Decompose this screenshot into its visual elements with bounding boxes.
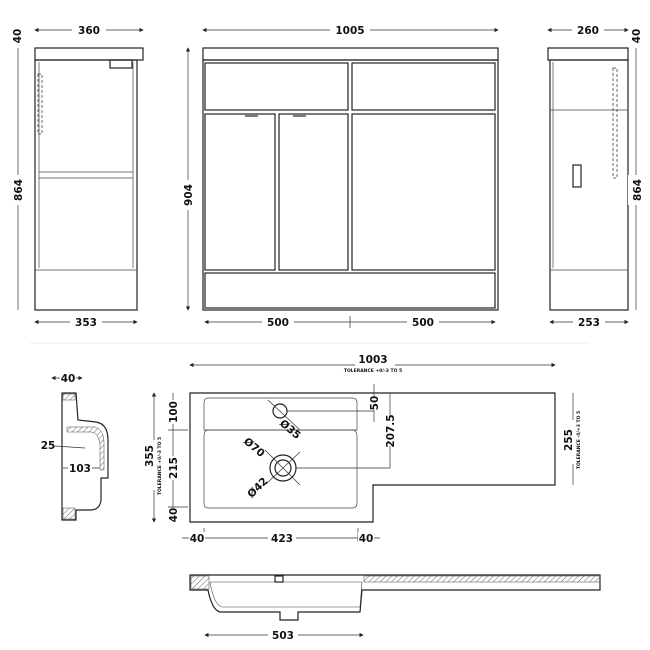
front-left-width: 500: [267, 317, 289, 329]
basin-side-section: 40 25 103: [41, 371, 109, 521]
section-rim: 40: [61, 373, 76, 385]
right-top-width: 260: [577, 25, 599, 37]
left-top-thickness: 40: [12, 29, 24, 44]
plan-waste-outer: Ø70: [241, 436, 267, 460]
front-overall-width: 1005: [335, 25, 364, 37]
right-base-width: 253: [578, 317, 600, 329]
left-side-view: 360 40 864 353: [10, 23, 144, 329]
section-offset: 25: [41, 440, 56, 452]
left-base-width: 353: [75, 317, 97, 329]
plan-tap-hole: Ø35: [277, 418, 303, 442]
plan-waste-offset: 207.5: [385, 414, 397, 447]
plan-waste-inner: Ø42: [245, 475, 270, 500]
plan-tap-offset: 50: [369, 396, 381, 411]
front-right-width: 500: [412, 317, 434, 329]
plan-bowl-width: 423: [271, 533, 293, 545]
plan-return-tolerance: TOLERANCE -0/+3 TO 5: [576, 411, 582, 469]
plan-right-margin: 40: [359, 533, 374, 545]
plan-overall-width: 1003: [358, 354, 387, 366]
plan-overall-depth: 355: [144, 445, 156, 467]
plan-width-tolerance: TOLERANCE +0/-3 TO 5: [344, 368, 402, 374]
plan-bowl-depth: 215: [168, 457, 180, 479]
section-bowl-depth: 103: [69, 463, 91, 475]
left-top-width: 360: [78, 25, 100, 37]
basin-plan-view: 1003 TOLERANCE +0/-3 TO 5 355 TOLERANCE …: [144, 354, 586, 545]
front-view: 1005 904 500 500: [180, 23, 499, 329]
plan-depth-tolerance: TOLERANCE +0/-3 TO 5: [157, 437, 163, 495]
plan-front-margin: 40: [168, 508, 180, 523]
plan-left-margin: 40: [190, 533, 205, 545]
basin-front-section: 503: [189, 574, 601, 642]
right-top-thickness: 40: [631, 29, 643, 44]
front-overall-height: 904: [183, 184, 195, 206]
plan-return-depth: 255: [563, 429, 575, 451]
section-bowl-width: 503: [272, 630, 294, 642]
left-height: 864: [13, 179, 25, 201]
plan-back-to-bowl: 100: [168, 401, 180, 423]
right-height: 864: [632, 179, 644, 201]
right-side-view: 260 40 864 253: [547, 23, 644, 329]
